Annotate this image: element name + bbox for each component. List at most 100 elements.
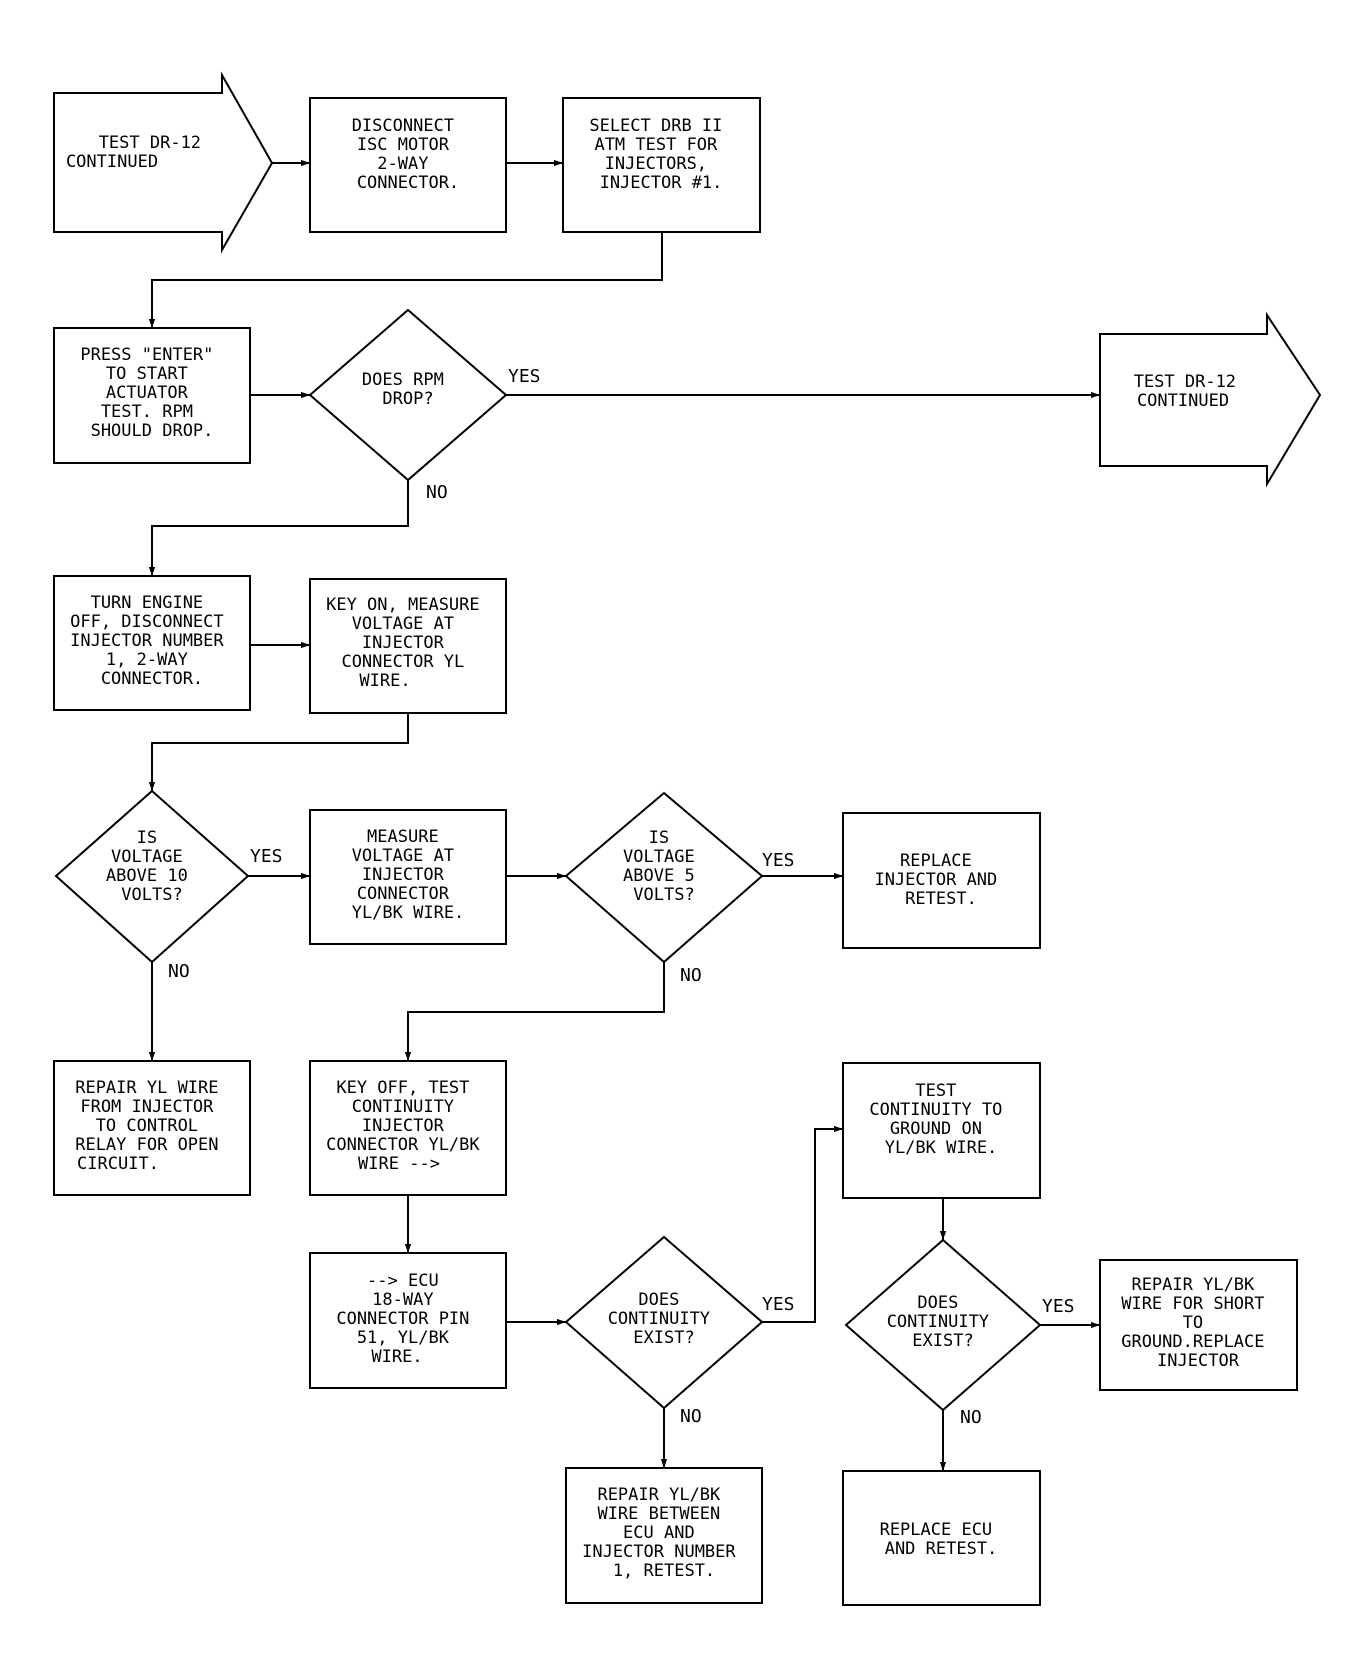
repair-yl-wire-line: CIRCUIT.	[77, 1154, 159, 1174]
turn-engine-off-line: TURN ENGINE	[91, 593, 204, 613]
replace-injector-label: REPLACE INJECTOR AND RETEST.	[874, 851, 1007, 909]
disconnect-isc-line: DISCONNECT	[352, 116, 454, 136]
start-label: TEST DR-12 CONTINUED	[66, 133, 211, 172]
test-continuity-ground-line: GROUND ON	[890, 1119, 982, 1139]
repair-between-line: WIRE BETWEEN	[597, 1504, 720, 1524]
turn-engine-off-label: TURN ENGINE OFF, DISCONNECT INJECTOR NUM…	[70, 593, 234, 689]
key-on-measure-line: KEY ON, MEASURE	[326, 595, 480, 615]
turn-engine-off-line: INJECTOR NUMBER	[70, 631, 224, 651]
repair-between-line: INJECTOR NUMBER	[582, 1542, 736, 1562]
press-enter-line: TEST. RPM	[101, 402, 193, 422]
press-enter-label: PRESS "ENTER" TO START ACTUATOR TEST. RP…	[80, 345, 223, 441]
press-enter-line: ACTUATOR	[106, 383, 189, 403]
edge-label-volt5-yes: YES	[762, 850, 795, 871]
voltage-10-line: ABOVE 10	[106, 866, 188, 886]
start-label-line: CONTINUED	[66, 152, 158, 172]
replace-ecu-label: REPLACE ECU AND RETEST.	[880, 1520, 1003, 1559]
repair-yl-wire-label: REPAIR YL WIRE FROM INJECTOR TO CONTROL …	[75, 1078, 229, 1174]
ecu-pin-line: CONNECTOR PIN	[336, 1309, 469, 1329]
key-off-test-label: KEY OFF, TEST CONTINUITY INJECTOR CONNEC…	[326, 1078, 490, 1174]
box-select-drb-shape	[562, 97, 761, 233]
measure-ylbk-line: VOLTAGE AT	[352, 846, 454, 866]
decision-rpm-drop-shape	[308, 308, 508, 482]
voltage-10-line: VOLTS?	[121, 885, 182, 905]
press-enter-line: PRESS "ENTER"	[80, 345, 213, 365]
edge-d4-n10	[762, 1125, 843, 1323]
voltage-10-line: IS	[137, 828, 157, 848]
repair-yl-wire-line: REPAIR YL WIRE	[75, 1078, 218, 1098]
end-arrow-shape	[1099, 311, 1322, 488]
edge-label-cont2-no: NO	[960, 1407, 982, 1428]
box-key-off-test-shape	[309, 1060, 507, 1196]
box-replace-injector-shape	[842, 812, 1041, 949]
select-drb-line: INJECTORS,	[605, 154, 707, 174]
repair-between-line: REPAIR YL/BK	[597, 1485, 721, 1505]
voltage-5-line: VOLTS?	[633, 885, 694, 905]
edge-label-volt10-no: NO	[168, 961, 190, 982]
repair-short-line: WIRE FOR SHORT	[1121, 1294, 1264, 1314]
replace-ecu-line: AND RETEST.	[885, 1539, 998, 1559]
decision-continuity-2-shape	[844, 1238, 1042, 1412]
box-repair-between-shape	[565, 1467, 763, 1604]
measure-ylbk-line: MEASURE	[367, 827, 439, 847]
turn-engine-off-line: CONNECTOR.	[101, 669, 203, 689]
repair-yl-wire-line: RELAY FOR OPEN	[75, 1135, 218, 1155]
edge-label-cont1-no: NO	[680, 1406, 702, 1427]
edge-d3-n9	[404, 962, 665, 1061]
decision-voltage-5-shape	[564, 791, 764, 964]
rpm-drop-line: DOES RPM	[362, 370, 444, 390]
replace-injector-line: REPLACE	[900, 851, 972, 871]
key-on-measure-line: CONNECTOR YL	[341, 652, 464, 672]
box-press-enter-shape	[53, 327, 251, 464]
edge-label-rpm-yes: YES	[508, 366, 541, 387]
node-labels: TEST DR-12 CONTINUED DISCONNECT ISC MOTO…	[66, 116, 1265, 1581]
select-drb-line: SELECT DRB II	[589, 116, 722, 136]
key-off-test-line: CONNECTOR YL/BK	[326, 1135, 480, 1155]
key-off-test-line: KEY OFF, TEST	[336, 1078, 469, 1098]
voltage-5-line: VOLTAGE	[623, 847, 695, 867]
start-arrow-shape	[53, 71, 274, 254]
ecu-pin-line: 51, YL/BK	[357, 1328, 450, 1348]
box-disconnect-isc-shape	[309, 97, 507, 233]
voltage-5-label: IS VOLTAGE ABOVE 5 VOLTS?	[623, 828, 705, 905]
continuity-1-line: EXIST?	[633, 1328, 694, 1348]
end-label-line: CONTINUED	[1137, 391, 1229, 411]
box-replace-ecu-shape	[842, 1470, 1041, 1606]
key-on-measure-line: INJECTOR	[362, 633, 445, 653]
edge-label-volt5-no: NO	[680, 965, 702, 986]
box-repair-yl-wire-shape	[53, 1060, 251, 1196]
continuity-2-line: DOES	[917, 1293, 958, 1313]
replace-injector-line: INJECTOR AND	[874, 870, 997, 890]
start-label-line: TEST DR-12	[99, 133, 201, 153]
rpm-drop-label: DOES RPM DROP?	[362, 370, 454, 409]
box-test-continuity-ground-shape	[842, 1062, 1041, 1199]
measure-ylbk-label: MEASURE VOLTAGE AT INJECTOR CONNECTOR YL…	[352, 827, 465, 923]
replace-injector-line: RETEST.	[905, 889, 977, 909]
key-off-test-line: INJECTOR	[362, 1116, 445, 1136]
end-label-line: TEST DR-12	[1134, 372, 1236, 392]
box-turn-engine-off-shape	[53, 575, 251, 711]
edge-label-cont1-yes: YES	[762, 1294, 795, 1315]
continuity-1-label: DOES CONTINUITY EXIST?	[608, 1290, 721, 1348]
repair-between-line: 1, RETEST.	[613, 1561, 715, 1581]
select-drb-line: INJECTOR #1.	[600, 173, 723, 193]
repair-yl-wire-line: FROM INJECTOR	[80, 1097, 214, 1117]
test-continuity-ground-line: TEST	[915, 1081, 956, 1101]
press-enter-line: TO START	[106, 364, 188, 384]
continuity-1-line: CONTINUITY	[608, 1309, 710, 1329]
box-key-on-measure-shape	[309, 578, 507, 714]
key-on-measure-line: WIRE.	[359, 671, 410, 691]
repair-yl-wire-line: TO CONTROL	[96, 1116, 198, 1136]
edge-n5-d2	[148, 713, 409, 791]
edge-labels: YES NO YES NO YES NO YES NO YES NO	[168, 366, 1075, 1428]
rpm-drop-line: DROP?	[382, 389, 433, 409]
edge-d1-n4	[148, 480, 409, 576]
voltage-10-label: IS VOLTAGE ABOVE 10 VOLTS?	[106, 828, 198, 905]
continuity-2-line: CONTINUITY	[887, 1312, 989, 1332]
end-label: TEST DR-12 CONTINUED	[1134, 372, 1247, 411]
key-off-test-line: WIRE -->	[358, 1154, 440, 1174]
continuity-2-label: DOES CONTINUITY EXIST?	[887, 1293, 1000, 1351]
repair-between-line: ECU AND	[623, 1523, 695, 1543]
repair-short-line: INJECTOR	[1157, 1351, 1240, 1371]
